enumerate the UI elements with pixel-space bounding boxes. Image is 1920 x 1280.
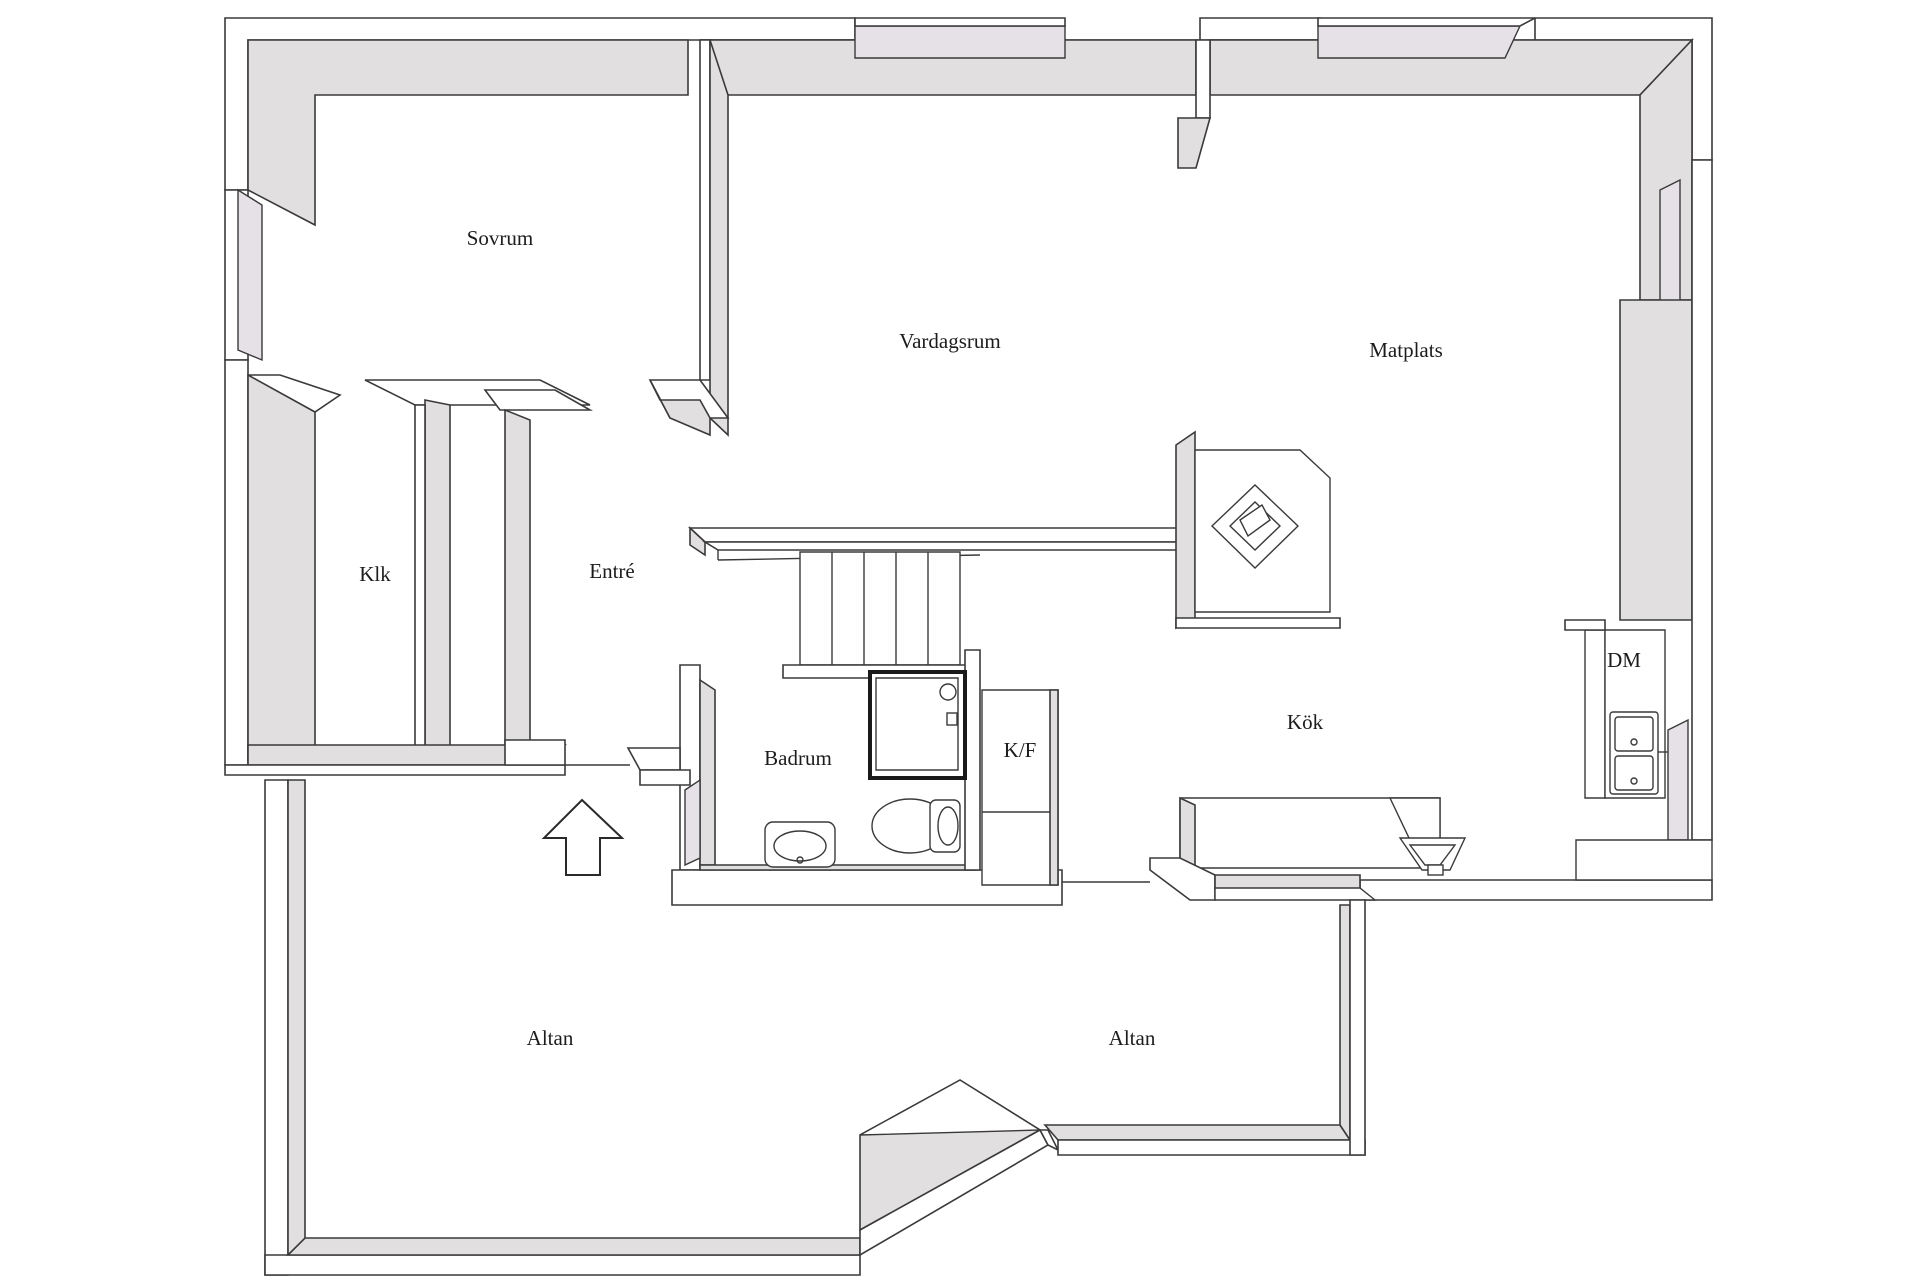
kitchen-sink-icon: [1609, 711, 1668, 795]
room-label-badrum: Badrum: [764, 746, 832, 770]
wall-hall: [687, 526, 1191, 561]
room-label-dm: DM: [1607, 648, 1641, 672]
room-label-sovrum: Sovrum: [467, 226, 534, 250]
kf-cabinet: [981, 689, 1059, 886]
wall-w-klk-side: [247, 373, 316, 761]
wall-nw-side: [247, 39, 689, 227]
wall-e-top: [1691, 159, 1713, 841]
room-label-kok: Kök: [1287, 710, 1324, 734]
washbasin-icon: [764, 821, 836, 868]
terrace: [264, 779, 1366, 1276]
bathroom-walls: [626, 649, 1063, 906]
window-n-mid-frame: [854, 17, 1066, 27]
wall-stub-n: [1177, 39, 1212, 169]
room-label-vardagsrum: Vardagsrum: [899, 329, 1000, 353]
wall-sovrum-vardagsrum: [648, 39, 730, 437]
window-n-right: [1317, 25, 1522, 59]
stove-icon: [1398, 837, 1467, 871]
staircase-icon: [782, 551, 976, 679]
window-e-upper: [1659, 178, 1681, 312]
walls-klk-entre: [224, 359, 630, 776]
outer-walls: [224, 17, 1713, 901]
window-kok: [1667, 718, 1689, 841]
wall-se-top: [1359, 879, 1713, 901]
window-badrum: [684, 778, 701, 867]
wall-w-klk-top: [224, 359, 249, 766]
room-label-matplats: Matplats: [1369, 338, 1443, 362]
window-n-mid: [854, 25, 1066, 59]
fireplace-icon: [1175, 430, 1341, 630]
room-label-altan-right: Altan: [1109, 1026, 1156, 1050]
room-label-klk: Klk: [359, 562, 391, 586]
window-w-sovrum: [237, 188, 263, 362]
room-label-entre: Entré: [589, 559, 634, 583]
room-labels: Sovrum Vardagsrum Matplats Klk Entré Bad…: [359, 226, 1641, 1050]
kitchen: [1062, 619, 1713, 901]
wall-e-mid-side: [1619, 299, 1693, 621]
window-n-right-frame: [1317, 17, 1536, 27]
room-label-kf: K/F: [1004, 738, 1037, 762]
toilet-icon: [871, 798, 961, 854]
room-label-altan-left: Altan: [527, 1026, 574, 1050]
entrance-arrow-icon: [541, 798, 625, 876]
